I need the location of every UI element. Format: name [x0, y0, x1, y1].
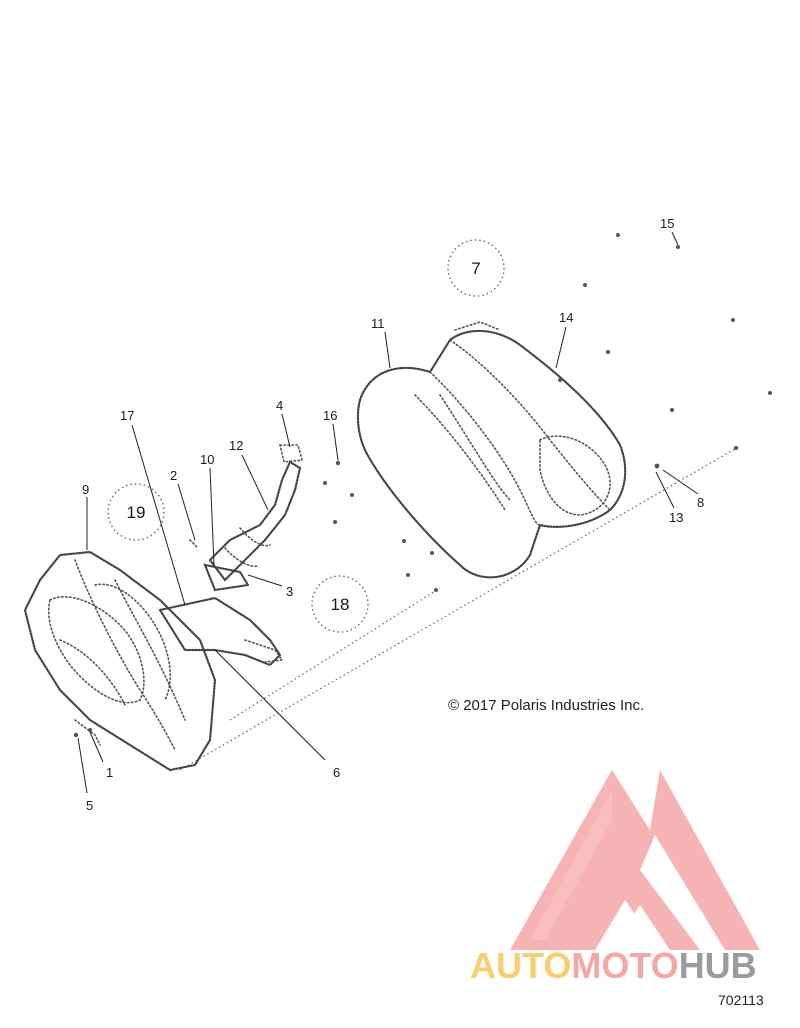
callout-3: 3 — [286, 584, 293, 599]
drawing-number: 702113 — [718, 992, 764, 1008]
callout-17: 17 — [120, 408, 134, 423]
callout-13: 13 — [669, 510, 683, 525]
watermark-logo — [510, 770, 760, 950]
muffler — [356, 321, 627, 579]
callout-9: 9 — [82, 482, 89, 497]
callout-8: 8 — [697, 495, 704, 510]
watermark-part-hub: HUB — [678, 945, 757, 986]
callout-12: 12 — [229, 438, 243, 453]
callout-6: 6 — [333, 765, 340, 780]
manifold-assembly — [23, 550, 284, 772]
circled-ref-7: 7 — [471, 259, 480, 278]
callout-5: 5 — [86, 798, 93, 813]
circled-ref-18-ring — [311, 575, 369, 633]
copyright-notice: © 2017 Polaris Industries Inc. — [448, 697, 645, 714]
leader-lines — [77, 231, 699, 794]
fasteners — [73, 233, 772, 738]
circled-ref-18: 18 — [331, 595, 350, 614]
watermark-part-auto: AUTO — [470, 945, 572, 986]
callout-15: 15 — [660, 216, 674, 231]
callout-10: 10 — [200, 452, 214, 467]
circled-ref-19-ring — [107, 483, 165, 541]
pipe-assembly — [189, 444, 304, 592]
assembly-axis-lower — [229, 587, 441, 721]
callout-4: 4 — [276, 398, 283, 413]
circled-ref-7-ring — [447, 239, 505, 297]
callout-2: 2 — [170, 468, 177, 483]
assembly-axis — [179, 445, 741, 771]
circled-ref-19: 19 — [127, 503, 146, 522]
callout-14: 14 — [559, 310, 573, 325]
callout-11: 11 — [371, 316, 385, 331]
callout-1: 1 — [106, 765, 113, 780]
watermark-part-moto: MOTO — [571, 945, 679, 986]
watermark-wordmark: AUTOMOTOHUB — [470, 945, 757, 987]
callout-16: 16 — [323, 408, 337, 423]
